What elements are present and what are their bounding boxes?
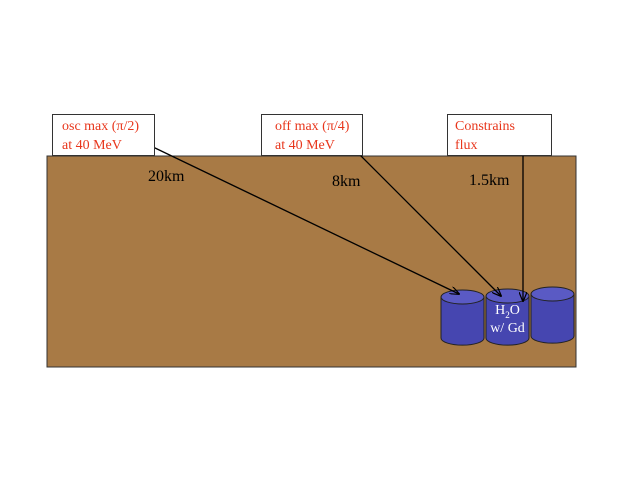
distance-8km: 8km — [332, 173, 361, 190]
formula-end: O — [509, 303, 520, 318]
label-off-max: off max (π/4) at 40 MeV — [261, 114, 363, 156]
label-constrains-flux-line2: flux — [455, 138, 478, 153]
label-osc-max-line2: at 40 MeV — [62, 138, 122, 153]
label-constrains-flux-line1: Constrains — [455, 119, 515, 134]
distance-1-5km: 1.5km — [469, 172, 510, 189]
distance-20km: 20km — [148, 168, 185, 185]
detector-tank-left — [440, 289, 485, 346]
label-off-max-line2: at 40 MeV — [275, 138, 335, 153]
detector-formula: H2O — [486, 303, 529, 323]
detector-dopant: w/ Gd — [490, 321, 525, 336]
detector-tank-center — [485, 288, 530, 346]
arrow-off-max-to-detector — [339, 134, 501, 296]
label-osc-max-line1: osc max (π/2) — [62, 119, 140, 134]
label-constrains-flux: Constrains flux — [447, 114, 552, 156]
detector-tank-right — [530, 286, 575, 344]
formula-main: H — [495, 303, 506, 318]
label-osc-max: osc max (π/2) at 40 MeV — [52, 114, 155, 156]
label-off-max-line1: off max (π/4) — [275, 119, 350, 134]
arrow-osc-max-to-detector — [127, 134, 459, 294]
formula-subscript: 2 — [505, 309, 510, 320]
